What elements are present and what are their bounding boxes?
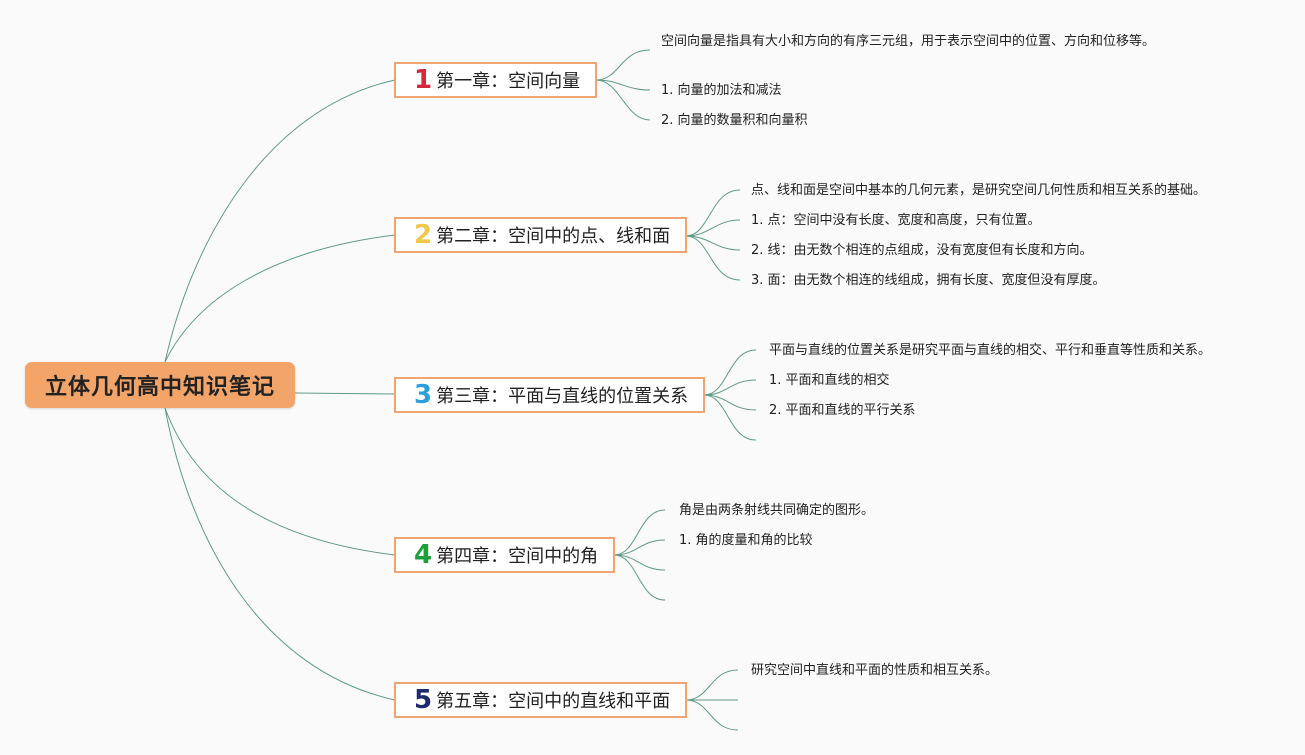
chapter-1-number: 1	[414, 65, 433, 95]
chapter-3-item-1[interactable]: 1. 平面和直线的相交	[769, 373, 890, 388]
chapter-2-item-0[interactable]: 点、线和面是空间中基本的几何元素，是研究空间几何性质和相互关系的基础。	[751, 183, 1207, 198]
chapter-4-topic[interactable]: 4 第四章：空间中的角	[394, 537, 615, 573]
chapter-3-number: 3	[414, 380, 433, 410]
chapter-3-item-2[interactable]: 2. 平面和直线的平行关系	[769, 403, 916, 418]
chapter-4-number: 4	[414, 540, 433, 570]
chapter-4-item-1[interactable]: 1. 角的度量和角的比较	[679, 533, 813, 548]
chapter-5-number: 5	[414, 685, 433, 715]
chapter-5-title: 第五章：空间中的直线和平面	[436, 691, 671, 712]
chapter-1-title: 第一章：空间向量	[436, 71, 581, 92]
chapter-4-item-0[interactable]: 角是由两条射线共同确定的图形。	[679, 503, 875, 518]
chapter-1-item-2[interactable]: 2. 向量的数量积和向量积	[661, 113, 808, 128]
root-title: 立体几何高中知识笔记	[44, 375, 275, 400]
chapter-3-item-0[interactable]: 平面与直线的位置关系是研究平面与直线的相交、平行和垂直等性质和关系。	[769, 343, 1212, 358]
chapter-2-item-1[interactable]: 1. 点：空间中没有长度、宽度和高度，只有位置。	[751, 213, 1041, 228]
chapter-2-topic[interactable]: 2 第二章：空间中的点、线和面	[394, 217, 687, 253]
chapter-3-topic[interactable]: 3 第三章：平面与直线的位置关系	[394, 377, 705, 413]
chapter-2-number: 2	[414, 220, 433, 250]
chapter-1-item-1[interactable]: 1. 向量的加法和减法	[661, 83, 782, 98]
chapter-3-title: 第三章：平面与直线的位置关系	[436, 386, 689, 407]
chapter-1-item-0[interactable]: 空间向量是指具有大小和方向的有序三元组，用于表示空间中的位置、方向和位移等。	[661, 34, 1156, 49]
chapter-5-item-0[interactable]: 研究空间中直线和平面的性质和相互关系。	[751, 663, 999, 678]
chapter-5-topic[interactable]: 5 第五章：空间中的直线和平面	[394, 682, 687, 718]
chapter-4-title: 第四章：空间中的角	[436, 546, 599, 567]
root-topic[interactable]: 立体几何高中知识笔记	[25, 362, 295, 408]
chapter-2-title: 第二章：空间中的点、线和面	[436, 226, 671, 247]
chapter-2-item-3[interactable]: 3. 面：由无数个相连的线组成，拥有长度、宽度但没有厚度。	[751, 273, 1106, 288]
chapter-1-topic[interactable]: 1 第一章：空间向量	[394, 62, 597, 98]
chapter-2-item-2[interactable]: 2. 线：由无数个相连的点组成，没有宽度但有长度和方向。	[751, 243, 1093, 258]
